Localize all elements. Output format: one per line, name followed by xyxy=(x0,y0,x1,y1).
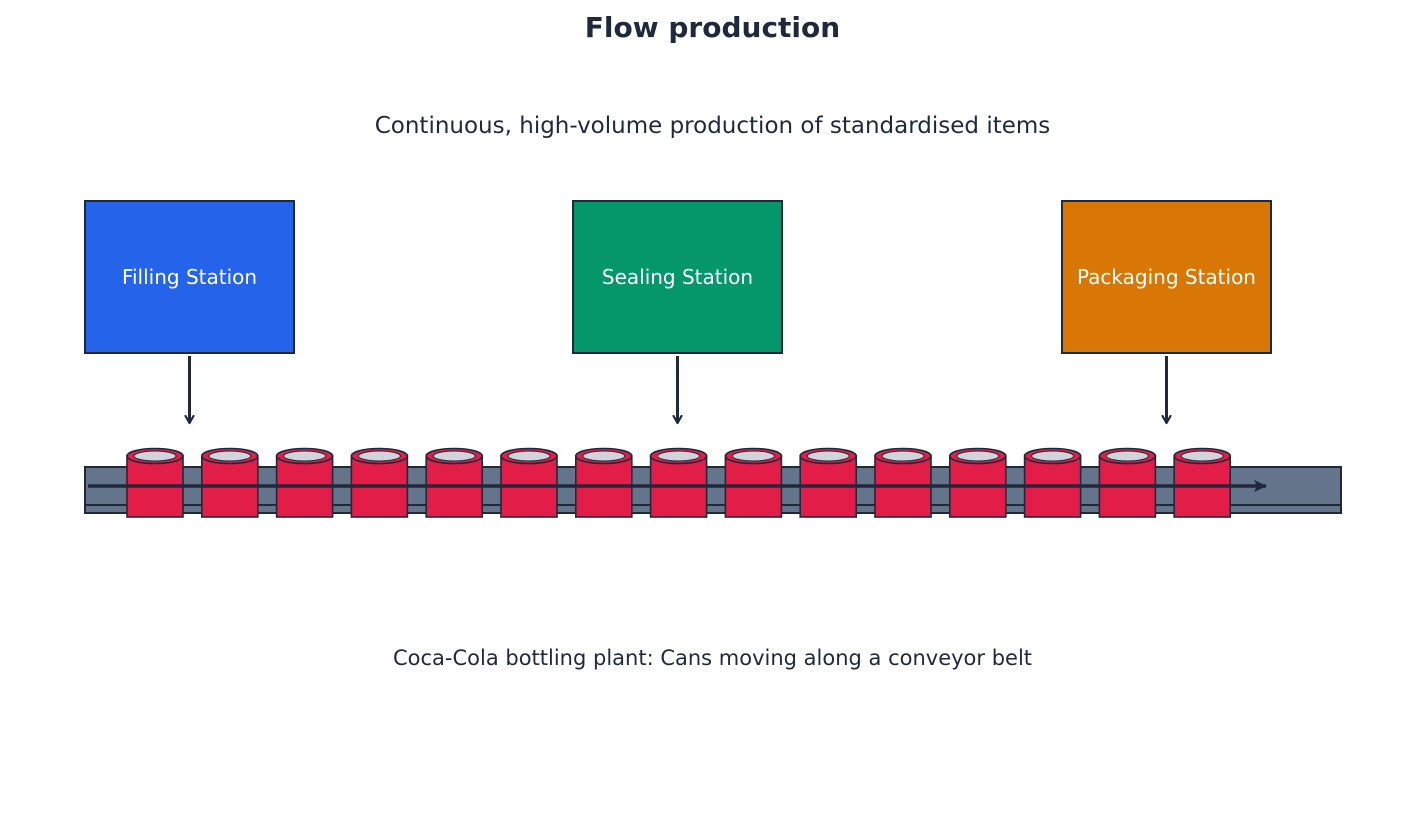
can-lid xyxy=(582,450,626,462)
diagram-subtitle: Continuous, high-volume production of st… xyxy=(375,113,1051,139)
diagram-title: Flow production xyxy=(585,11,840,44)
can xyxy=(425,447,484,518)
can xyxy=(275,447,334,518)
can xyxy=(574,447,633,518)
can-lid xyxy=(208,450,252,462)
can xyxy=(1173,447,1231,518)
packaging-station-box xyxy=(1061,200,1272,354)
packaging-station-label: Packaging Station xyxy=(1077,265,1256,289)
can-lid xyxy=(1031,450,1075,462)
can-lid xyxy=(881,450,925,462)
can xyxy=(201,447,259,518)
can-lid xyxy=(657,450,701,462)
can-lid xyxy=(507,450,551,462)
can xyxy=(799,447,858,518)
can xyxy=(649,447,708,518)
stations-group: Filling Station Sealing Station Packaging … xyxy=(84,200,1272,354)
can xyxy=(350,447,409,518)
can-lid xyxy=(731,450,775,462)
can-lid xyxy=(283,450,327,462)
can-lid xyxy=(1105,450,1149,462)
can xyxy=(1098,447,1157,518)
can-lid xyxy=(357,450,401,462)
can xyxy=(126,447,184,518)
can-lid xyxy=(806,450,850,462)
can xyxy=(948,447,1007,518)
can xyxy=(724,447,783,518)
can-lid xyxy=(1180,450,1224,462)
filling-station-label: Filling Station xyxy=(122,265,257,289)
sealing-station-box xyxy=(572,200,783,354)
can xyxy=(1023,447,1082,518)
sealing-station-label: Sealing Station xyxy=(602,265,753,289)
can-lid xyxy=(133,450,177,462)
packaging-station: Packaging Station xyxy=(1061,200,1272,354)
filling-station: Filling Station xyxy=(84,200,295,354)
can-lid xyxy=(432,450,476,462)
diagram-caption: Coca-Cola bottling plant: Cans moving al… xyxy=(393,646,1032,670)
can xyxy=(500,447,558,518)
can-lid xyxy=(956,450,1000,462)
can xyxy=(874,447,932,518)
filling-station-box xyxy=(84,200,295,354)
cans-group xyxy=(126,447,1231,518)
station-arrows-group xyxy=(190,356,1167,423)
sealing-station: Sealing Station xyxy=(572,200,783,354)
